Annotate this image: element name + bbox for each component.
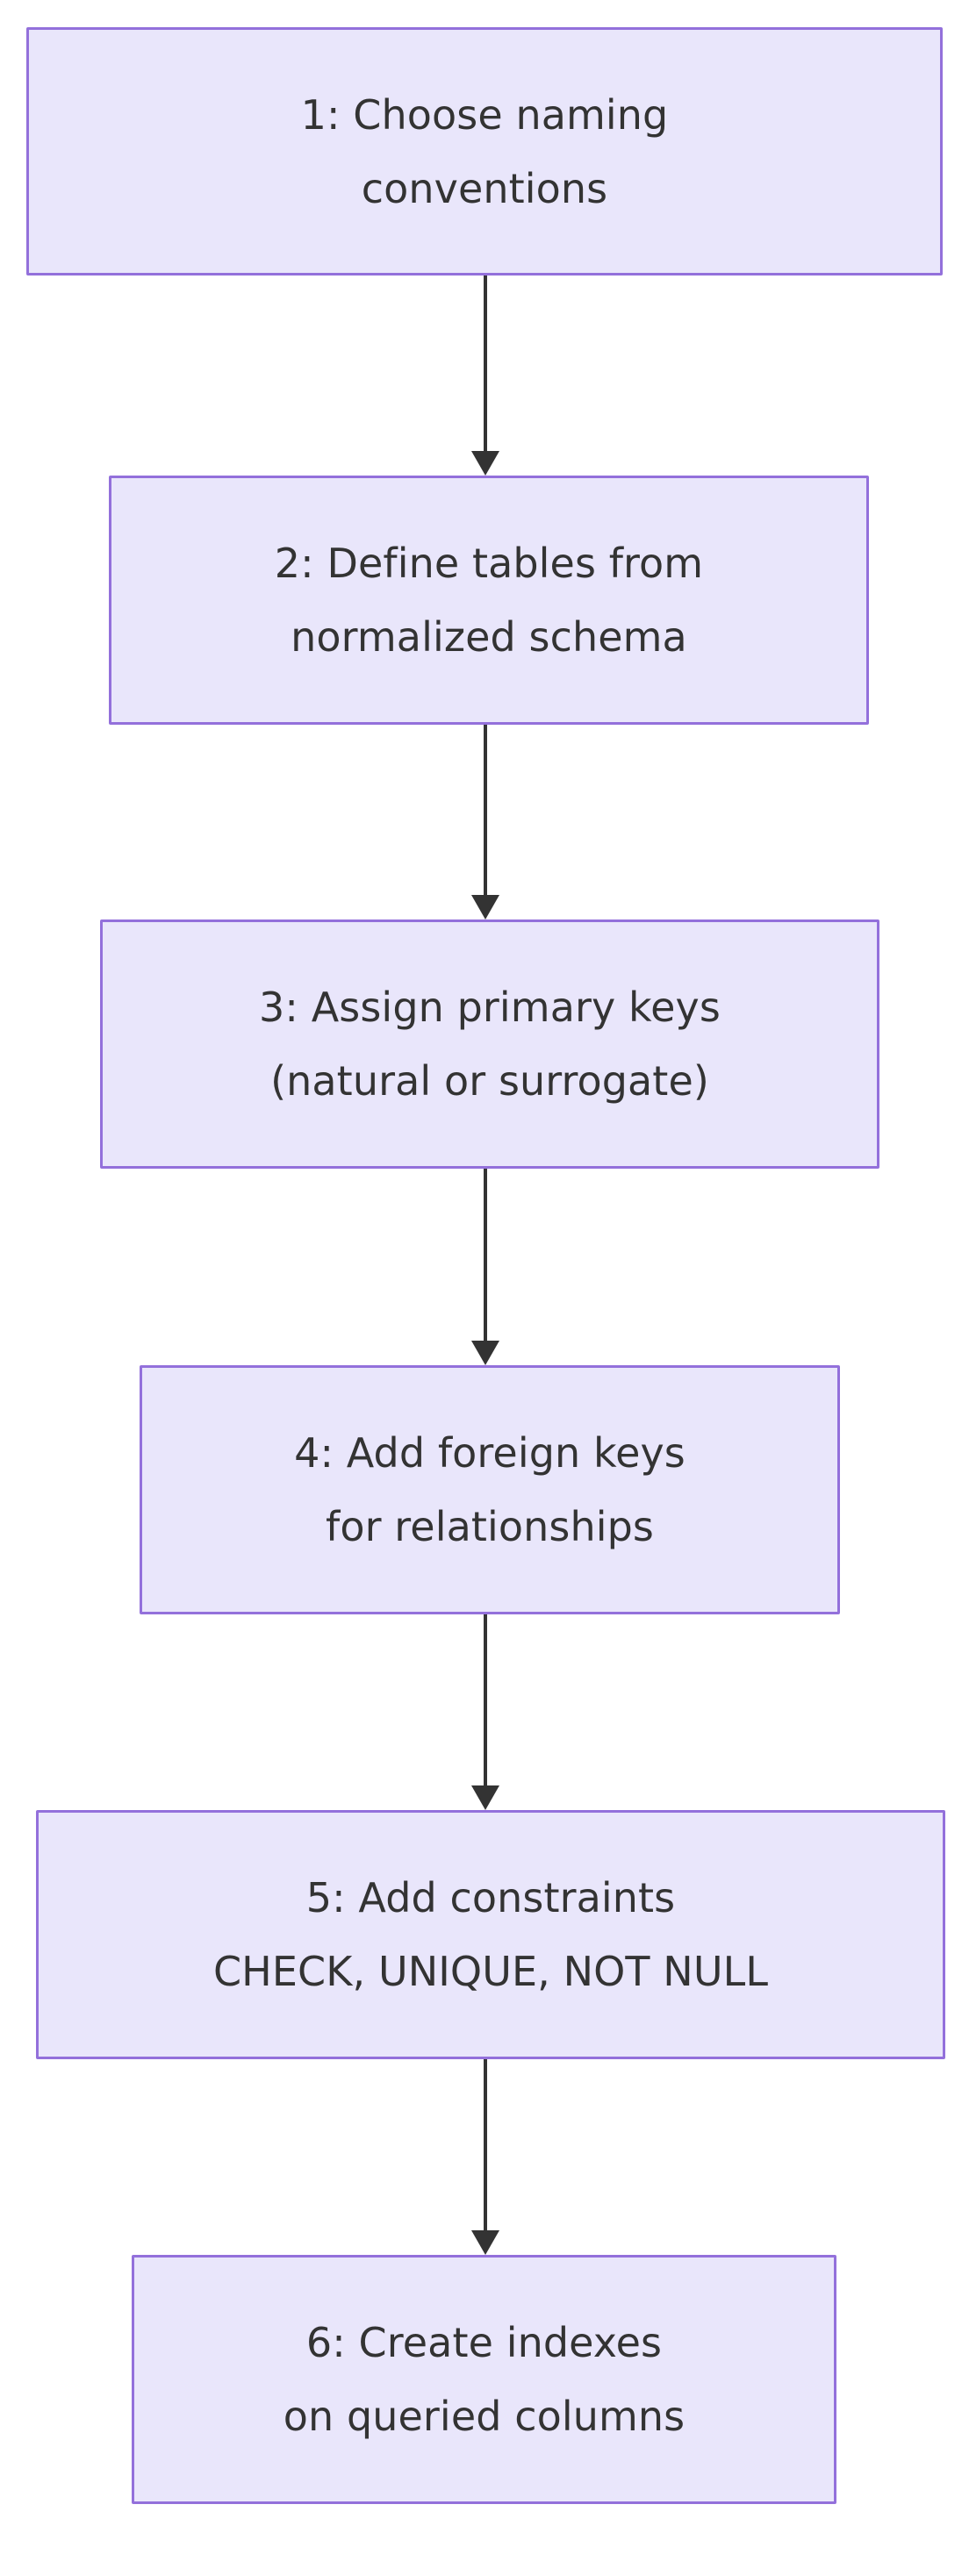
node-6-label-line2: on queried columns: [283, 2393, 685, 2440]
flowchart-node-3[interactable]: 3: Assign primary keys (natural or surro…: [100, 919, 879, 1169]
flowchart-edge-1-to-2: [484, 275, 487, 451]
flowchart-node-5[interactable]: 5: Add constraints CHECK, UNIQUE, NOT NU…: [36, 1810, 945, 2059]
flowchart-edge-3-to-4: [484, 1169, 487, 1341]
flowchart-node-1[interactable]: 1: Choose naming conventions: [26, 27, 943, 275]
flowchart-node-6[interactable]: 6: Create indexes on queried columns: [132, 2255, 836, 2504]
node-4-label-line1: 4: Add foreign keys: [294, 1429, 685, 1477]
flowchart-node-4[interactable]: 4: Add foreign keys for relationships: [140, 1365, 840, 1614]
node-4-label-line2: for relationships: [326, 1503, 654, 1550]
arrow-down-icon: [471, 451, 499, 476]
node-3-label-line1: 3: Assign primary keys: [259, 984, 721, 1031]
node-1-label-line2: conventions: [361, 164, 608, 212]
flowchart-edge-4-to-5: [484, 1614, 487, 1785]
node-5-label-line1: 5: Add constraints: [305, 1874, 676, 1921]
flowchart-node-2[interactable]: 2: Define tables from normalized schema: [109, 476, 869, 725]
flowchart-edge-5-to-6: [484, 2059, 487, 2230]
flowchart-edge-2-to-3: [484, 725, 487, 895]
node-3-label-line2: (natural or surrogate): [270, 1057, 709, 1105]
node-1-label-line1: 1: Choose naming: [300, 90, 669, 139]
arrow-down-icon: [471, 1785, 499, 1810]
arrow-down-icon: [471, 1341, 499, 1365]
node-2-label-line2: normalized schema: [291, 613, 687, 661]
node-2-label-line1: 2: Define tables from: [274, 540, 704, 587]
node-5-label-line2: CHECK, UNIQUE, NOT NULL: [212, 1948, 769, 1995]
arrow-down-icon: [471, 895, 499, 919]
arrow-down-icon: [471, 2230, 499, 2255]
node-6-label-line1: 6: Create indexes: [305, 2319, 663, 2366]
